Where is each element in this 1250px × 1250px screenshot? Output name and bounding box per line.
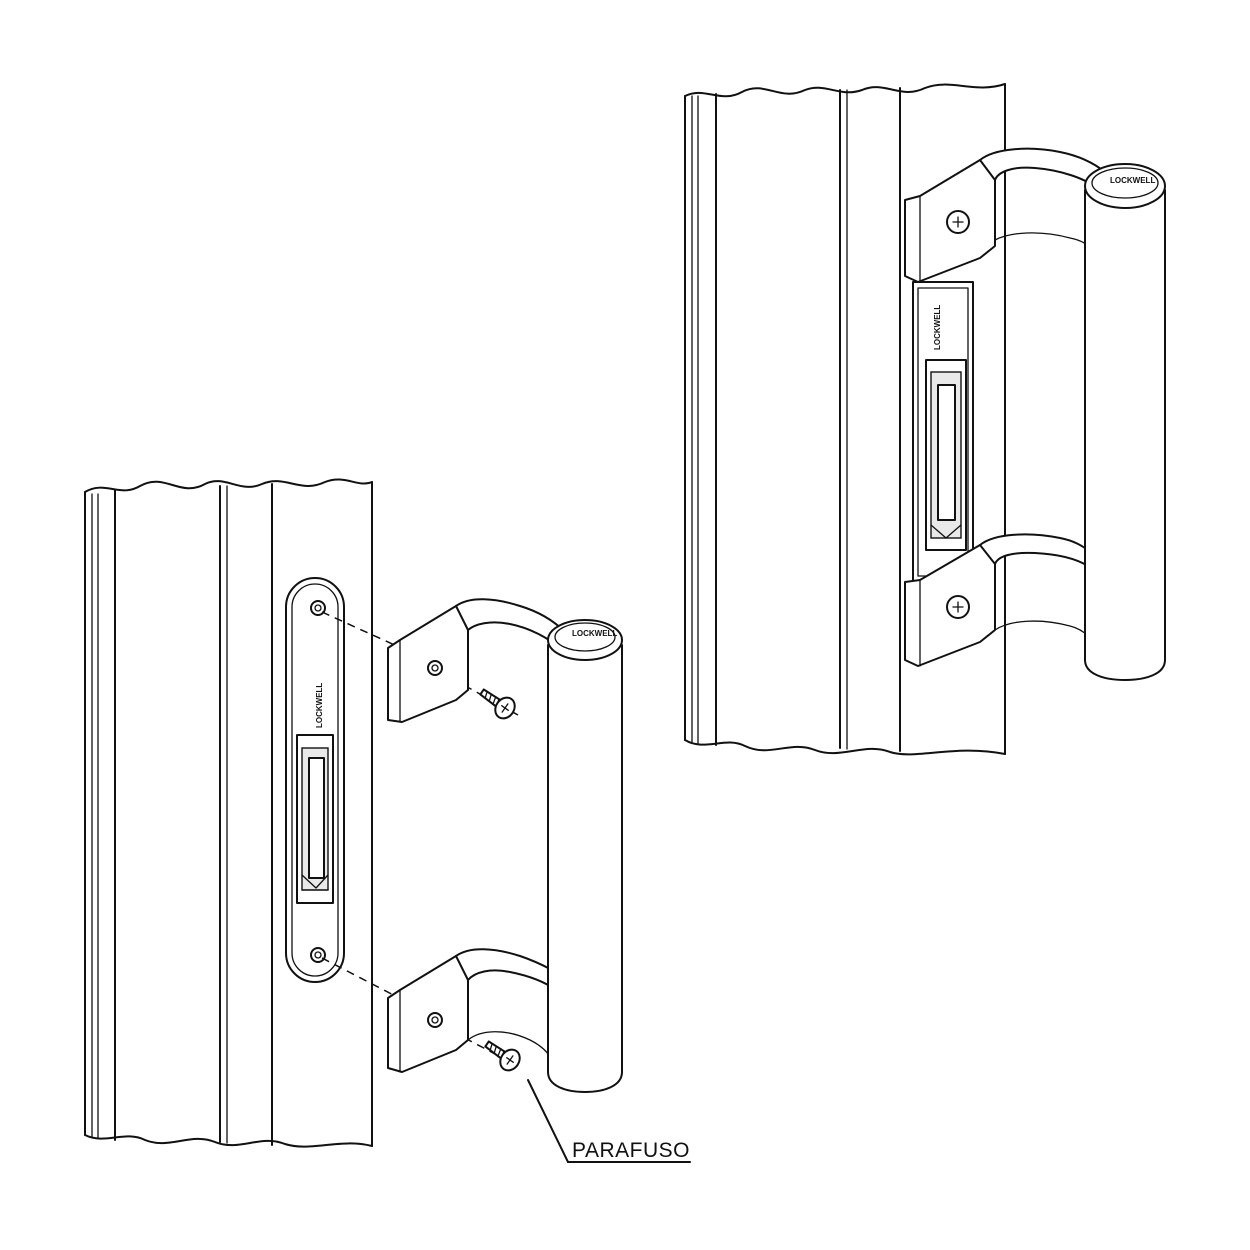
upper-bracket [387, 598, 566, 723]
lower-bracket [387, 948, 557, 1073]
installed-view: LOCKWELL LOCK [684, 83, 1166, 756]
screw-callout: PARAFUSO [527, 1079, 691, 1163]
strike-plate-installed: LOCKWELL [912, 281, 974, 583]
brand-mark: LOCKWELL [315, 683, 324, 728]
handle-cylinder: LOCKWELL [547, 619, 623, 1093]
handle-installed: LOCKWELL [1084, 163, 1166, 681]
exploded-view: LOCKWELL [84, 478, 691, 1163]
handle-brand-mark-installed: LOCKWELL [1110, 176, 1155, 185]
door-frame-left [84, 478, 373, 1148]
screw-label: PARAFUSO [572, 1139, 690, 1162]
screw-icon [484, 1040, 521, 1072]
brand-mark-installed: LOCKWELL [933, 305, 942, 350]
handle-brand-mark: LOCKWELL [572, 629, 617, 638]
upper-bracket-installed [904, 147, 1106, 283]
screw-icon [479, 688, 516, 720]
door-frame-right [684, 83, 1006, 756]
lower-bracket-installed [904, 533, 1089, 667]
strike-plate: LOCKWELL [285, 577, 345, 983]
